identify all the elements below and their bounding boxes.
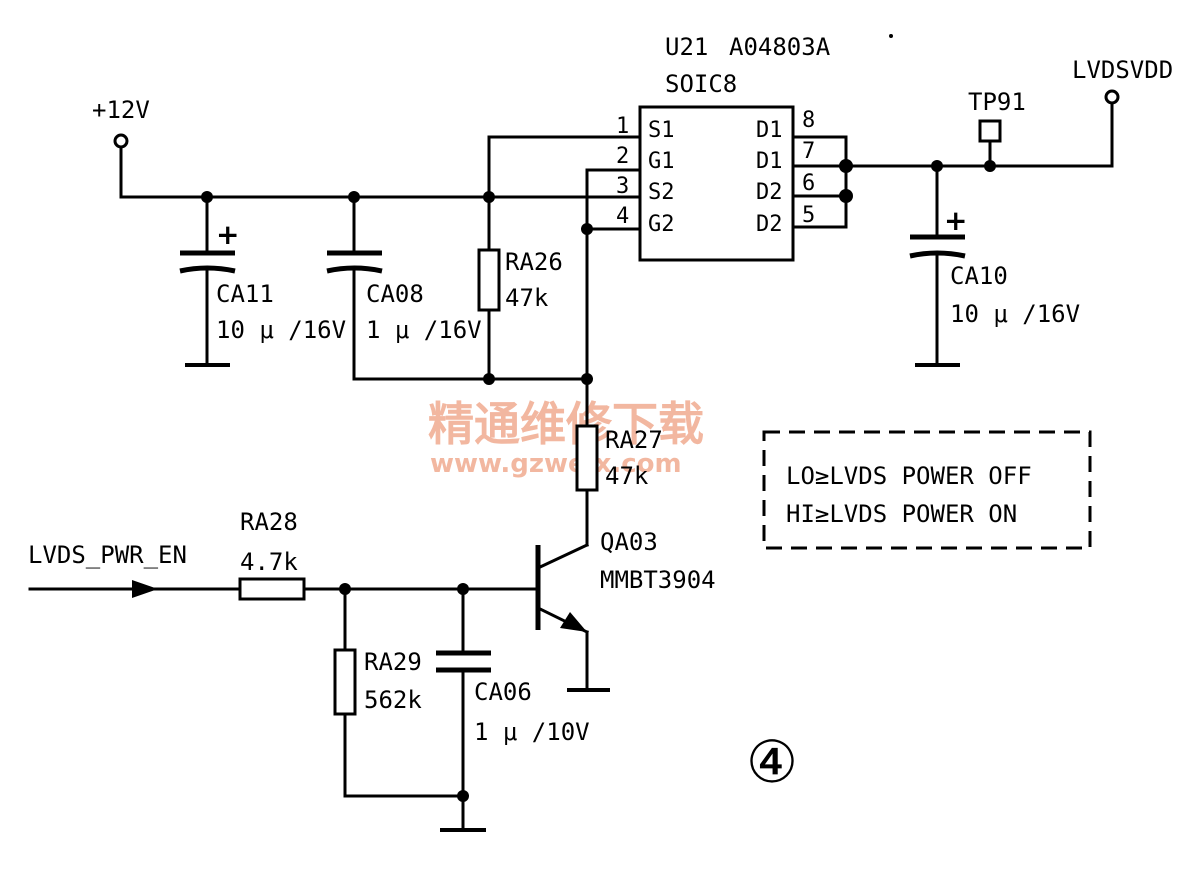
ra27-ref: RA27: [605, 426, 663, 454]
junction-dot: [483, 191, 495, 203]
ca10-value: 10 μ /16V: [950, 300, 1080, 328]
ic-u21: U21 A04803A SOIC8 1 S1 2 G1 3 S2 4 G2 D1…: [616, 33, 831, 262]
ra28-ref: RA28: [240, 508, 298, 536]
note-box: LO≥LVDS POWER OFF HI≥LVDS POWER ON: [762, 430, 1092, 550]
testpoint-pad-icon: [978, 119, 1002, 143]
capacitor-ca08: CA08 1 μ /16V: [326, 250, 589, 381]
ic-pin-name: D2: [756, 212, 783, 237]
ic-pin-number: 4: [616, 204, 629, 229]
resistor-ra29: RA29 562k: [333, 587, 465, 798]
ic-pin-number: 2: [616, 144, 629, 169]
supply-terminal-icon: [113, 133, 129, 149]
input-arrow-icon: [132, 580, 158, 598]
supply-label: +12V: [92, 96, 150, 124]
junction-dot: [839, 159, 853, 173]
junction-dot: [483, 373, 495, 385]
watermark: 精通维修下载 www.gzweix.com: [428, 397, 704, 479]
ca06-value: 1 μ /10V: [474, 718, 590, 746]
polarity-plus-icon: +: [944, 204, 967, 237]
ic-part: A04803A: [729, 33, 831, 61]
enable-input: LVDS_PWR_EN: [28, 541, 242, 598]
stray-mark: [889, 34, 893, 38]
ca06-ref: CA06: [474, 678, 532, 706]
ic-ref: U21: [665, 33, 708, 61]
figure-number-label: ④: [746, 728, 798, 796]
output-label: LVDSVDD: [1072, 56, 1173, 84]
qa03-ref: QA03: [600, 528, 658, 556]
emitter-arrow-icon: [560, 612, 587, 632]
junction-dot: [581, 223, 593, 235]
transistor-qa03: QA03 MMBT3904: [535, 528, 716, 692]
junction-dot: [457, 790, 469, 802]
resistor-ra27: RA27 47k: [575, 424, 663, 547]
ic-pin-name: G1: [648, 149, 675, 174]
junction-dot: [348, 191, 360, 203]
junction-dot: [581, 373, 593, 385]
watermark-title: 精通维修下载: [428, 397, 704, 451]
testpoint-tp91: TP91: [968, 88, 1026, 143]
note-border: [762, 430, 1092, 550]
ic-pin-name: D1: [756, 118, 783, 143]
note-line-1: LO≥LVDS POWER OFF: [786, 462, 1032, 490]
ra28-value: 4.7k: [240, 548, 298, 576]
ca08-value: 1 μ /16V: [366, 316, 482, 344]
ic-pin-number: 3: [616, 174, 629, 199]
ca11-ref: CA11: [216, 280, 274, 308]
ra29-ref: RA29: [364, 648, 422, 676]
ic-pin-name: S2: [648, 180, 675, 205]
watermark-url: www.gzweix.com: [430, 449, 682, 479]
ic-pin-number: 5: [802, 203, 815, 228]
ca08-ref: CA08: [366, 280, 424, 308]
ic-pin-number: 7: [802, 139, 815, 164]
testpoint-label: TP91: [968, 88, 1026, 116]
ic-body: [638, 105, 795, 262]
gate-wires: [585, 168, 642, 428]
ic-pin-name: D2: [756, 180, 783, 205]
ic-pin-number: 8: [802, 108, 815, 133]
polarity-plus-icon: +: [216, 218, 239, 251]
ra26-value: 47k: [505, 284, 549, 312]
capacitor-ca11: + CA11 10 μ /16V: [179, 218, 346, 367]
output-lvdsvdd: LVDSVDD: [1072, 56, 1173, 105]
ic-package: SOIC8: [665, 70, 737, 98]
ic-pin-number: 1: [616, 114, 629, 139]
note-line-2: HI≥LVDS POWER ON: [786, 500, 1017, 528]
resistor-ra28: RA28 4.7k: [238, 508, 540, 601]
ic-pin-number: 6: [802, 171, 815, 196]
ic-pin-name: S1: [648, 118, 675, 143]
ic-pin-name: D1: [756, 149, 783, 174]
ra26-ref: RA26: [505, 248, 563, 276]
qa03-value: MMBT3904: [600, 566, 716, 594]
capacitor-ca10: + CA10 10 μ /16V: [909, 204, 1080, 367]
junction-dot: [984, 160, 996, 172]
junction-dot: [201, 191, 213, 203]
ic-pin-name: G2: [648, 212, 675, 237]
top-rail-wires: [119, 135, 642, 255]
capacitor-ca06: CA06 1 μ /10V: [436, 587, 590, 832]
junction-dot: [931, 160, 943, 172]
enable-label: LVDS_PWR_EN: [28, 541, 187, 569]
drain-wires: [791, 102, 1114, 239]
ra29-value: 562k: [364, 686, 422, 714]
supply-12v: +12V: [92, 96, 150, 199]
ra27-value: 47k: [605, 462, 649, 490]
resistor-ra26: RA26 47k: [477, 248, 563, 381]
output-terminal-icon: [1104, 89, 1120, 105]
ca10-ref: CA10: [950, 262, 1008, 290]
ca11-value: 10 μ /16V: [216, 316, 346, 344]
junction-dot: [839, 189, 853, 203]
figure-number: ④: [746, 728, 798, 796]
